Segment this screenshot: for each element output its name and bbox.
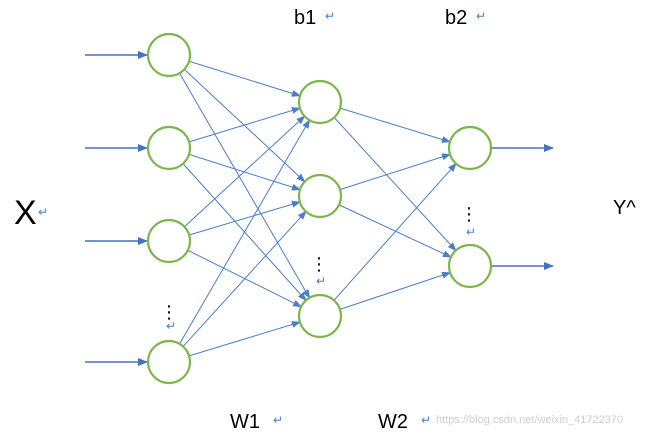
b1-return-mark: ↵ — [325, 9, 335, 23]
output-node-2 — [447, 243, 493, 289]
hidden-ellipsis: ⋮ — [310, 254, 328, 275]
hidden-return-mark: ↵ — [316, 274, 326, 288]
input-node-2 — [146, 125, 192, 171]
input-ellipsis: ⋮ — [160, 302, 178, 323]
input-node-1 — [146, 32, 192, 78]
edge-input1-hidden3 — [179, 72, 310, 299]
edge-input2-hidden1 — [188, 107, 301, 143]
hidden-node-3 — [297, 293, 343, 339]
edge-hidden3-output2 — [339, 271, 452, 310]
bias-label-b1: b1 — [294, 7, 316, 29]
edge-input4-hidden1 — [179, 119, 310, 345]
edge-input3-hidden2 — [188, 200, 301, 236]
edge-hidden1-output1 — [339, 107, 451, 143]
edge-input1-hidden1 — [188, 60, 301, 97]
x-return-mark: ↵ — [38, 205, 48, 219]
output-ellipsis: ⋮ — [460, 204, 478, 225]
output-node-1 — [447, 125, 493, 171]
weight-label-w1: W1 — [230, 411, 260, 433]
output-return-mark: ↵ — [466, 225, 476, 239]
edge-hidden2-output2 — [338, 204, 452, 258]
hidden-node-1 — [297, 79, 343, 125]
edge-hidden1-output2 — [333, 117, 457, 252]
edge-hidden2-output1 — [339, 153, 451, 191]
output-label-y: Y^ — [613, 197, 636, 219]
bias-label-b2: b2 — [445, 7, 467, 29]
hidden-node-2 — [297, 173, 343, 219]
io-arrows — [85, 51, 554, 366]
watermark-text: https://blog.csdn.net/weixin_41722370 — [436, 414, 623, 426]
neuron-nodes — [146, 32, 493, 385]
w2-return-mark: ↵ — [421, 413, 431, 427]
weight-label-w2: W2 — [378, 411, 408, 433]
connection-edges — [179, 60, 457, 357]
edge-input4-hidden2 — [182, 210, 307, 347]
w1-return-mark: ↵ — [273, 413, 283, 427]
input-node-3 — [146, 218, 192, 264]
edge-hidden3-output1 — [333, 162, 457, 301]
input-label-x: X — [14, 194, 37, 232]
input-return-mark: ↵ — [166, 319, 176, 333]
input-node-4 — [146, 339, 192, 385]
edge-input4-hidden3 — [188, 321, 301, 357]
edge-input3-hidden1 — [184, 115, 306, 228]
b2-return-mark: ↵ — [476, 9, 486, 23]
